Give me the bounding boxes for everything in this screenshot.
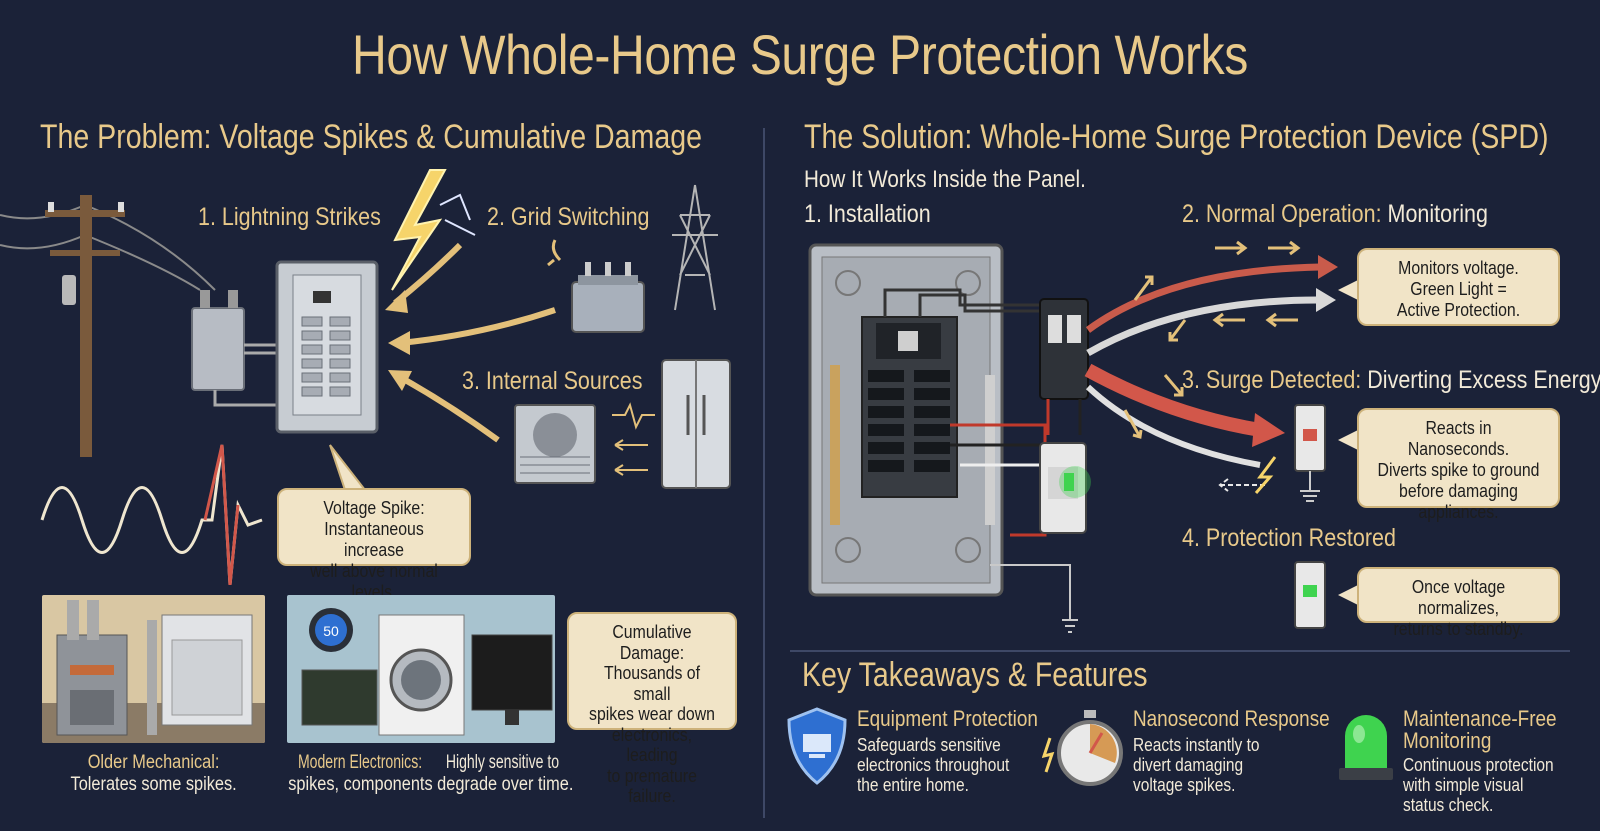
step-installation: 1. Installation [804, 200, 931, 228]
page-title: How Whole-Home Surge Protection Works [352, 23, 1248, 86]
thermostat-reading: 50 [323, 623, 339, 639]
solution-heading: The Solution: Whole-Home Surge Protectio… [804, 118, 1549, 156]
problem-heading: The Problem: Voltage Spikes & Cumulative… [40, 118, 702, 156]
monitoring-callout: Monitors voltage. Green Light = Active P… [1357, 248, 1560, 326]
spd-surge-icon [1294, 404, 1326, 502]
modern-electronics-image: 50 [287, 595, 555, 743]
transmission-tower-icon [672, 184, 718, 311]
older-mechanical-caption: Older Mechanical: Tolerates some spikes. [70, 752, 237, 795]
equipment-protection-title: Equipment Protection [857, 706, 1038, 731]
cumulative-damage-callout: Cumulative Damage: Thousands of small sp… [567, 612, 737, 806]
spd-device [1039, 442, 1091, 534]
meter-box-icon [191, 290, 277, 407]
power-lines [0, 204, 216, 291]
refrigerator-icon [661, 359, 731, 489]
double-breaker [1039, 298, 1089, 435]
lightning-label: 1. Lightning Strikes [198, 203, 381, 231]
transformer-icon [547, 239, 645, 333]
step-surge-detected: 3. Surge Detected: Diverting Excess Ener… [1182, 366, 1600, 394]
takeaways-heading: Key Takeaways & Features [802, 656, 1148, 694]
surge-callout: Reacts in Nanoseconds. Diverts spike to … [1357, 408, 1560, 522]
spike-wave [203, 444, 240, 585]
voltage-spike-callout: Voltage Spike: Instantaneous increase we… [277, 488, 471, 602]
panel-diagram [808, 240, 1358, 633]
older-appliances-image [42, 595, 265, 743]
section-divider [763, 128, 765, 818]
internal-label: 3. Internal Sources [462, 367, 643, 395]
sine-wave [40, 444, 263, 585]
lightning-bolt-icon [391, 169, 447, 291]
green-light-icon [1339, 715, 1393, 780]
grid-label: 2. Grid Switching [487, 203, 650, 231]
spd-standby-icon [1294, 561, 1326, 629]
step-normal-operation: 2. Normal Operation: Monitoring [1182, 200, 1488, 228]
solution-subheading: How It Works Inside the Panel. [804, 166, 1086, 193]
ac-unit-icon [514, 404, 596, 484]
problem-diagram [0, 169, 731, 585]
nanosecond-response-title: Nanosecond Response [1133, 706, 1330, 731]
breaker-panel-icon [275, 260, 379, 434]
takeaways-divider [790, 650, 1570, 652]
modern-electronics-caption: Modern Electronics: Highly sensitive to … [288, 752, 574, 795]
shield-icon [787, 707, 847, 785]
step-protection-restored: 4. Protection Restored [1182, 524, 1396, 552]
stopwatch-icon [1042, 710, 1123, 786]
status-light [1059, 466, 1091, 498]
utility-pole [45, 195, 125, 457]
standby-callout: Once voltage normalizes, returns to stan… [1357, 567, 1560, 639]
